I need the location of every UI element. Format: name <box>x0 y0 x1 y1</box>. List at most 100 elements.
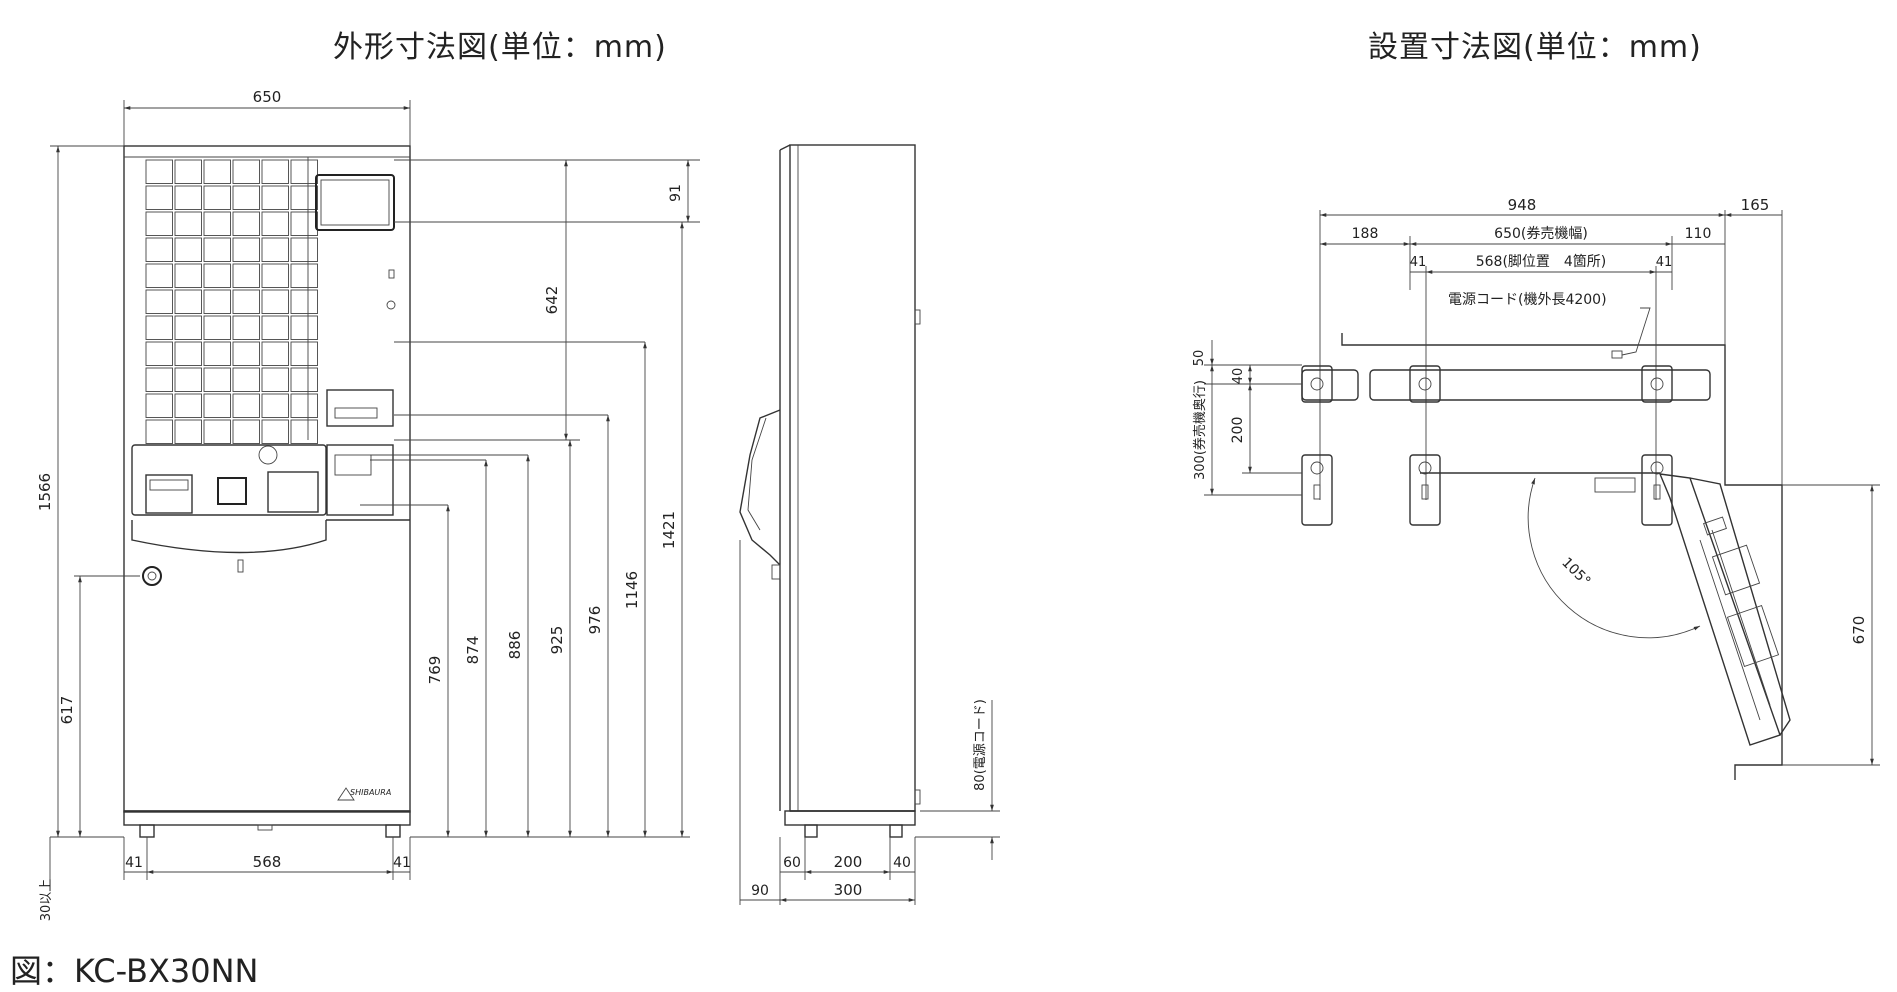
dim-right-margin: 165 <box>1741 196 1770 214</box>
bill-acceptor <box>326 389 394 427</box>
dim-side-depth-front: 90 <box>751 883 769 899</box>
ticket-button <box>290 393 318 418</box>
installation-dimensions-title: 設置寸法図(単位：mm) <box>1368 30 1702 65</box>
ticket-outlet <box>145 474 193 514</box>
front-logo: SHIBAURA <box>350 788 391 797</box>
machine-base-center <box>1369 369 1711 401</box>
ticket-button <box>232 341 260 366</box>
installation-view: 948 165 188 650(券売機幅) 110 41 568(脚位置 4箇所… <box>1192 196 1880 780</box>
dim-left-margin: 188 <box>1352 226 1379 242</box>
dim-height: 1566 <box>36 473 54 511</box>
dim-side-foot-back: 40 <box>893 855 911 871</box>
ticket-button <box>203 419 231 444</box>
coin-panel <box>131 444 327 516</box>
ticket-button <box>290 263 318 288</box>
power-cord-leader <box>1621 307 1651 356</box>
dim-h-1146: 1146 <box>623 571 641 609</box>
ticket-button <box>232 315 260 340</box>
dim-lock-height: 617 <box>58 696 76 725</box>
wall-outline <box>1341 333 1783 780</box>
dim-machine-width: 650(券売機幅) <box>1494 226 1588 242</box>
dim-cord-height: 80(電源コード) <box>973 699 988 791</box>
ticket-button <box>145 185 173 210</box>
dim-h-925: 925 <box>548 626 566 655</box>
dim-h-1421: 1421 <box>660 511 678 549</box>
foot-rear-outer <box>1301 365 1333 403</box>
foot-right <box>385 824 401 838</box>
foot-rear-left <box>1409 365 1441 403</box>
dim-install-foot-left: 41 <box>1410 255 1427 270</box>
ticket-button <box>174 393 202 418</box>
ticket-button <box>232 185 260 210</box>
ticket-button <box>261 367 289 392</box>
dim-h-769: 769 <box>426 656 444 685</box>
ticket-button <box>203 263 231 288</box>
dim-install-foot-pitch: 568(脚位置 4箇所) <box>1476 253 1607 270</box>
ticket-button <box>203 159 231 184</box>
ticket-button <box>203 393 231 418</box>
dim-total-width: 948 <box>1508 196 1537 214</box>
ticket-button <box>232 263 260 288</box>
dim-h-886: 886 <box>506 631 524 660</box>
ticket-button <box>174 289 202 314</box>
ticket-button <box>174 419 202 444</box>
dim-width: 650 <box>253 88 282 106</box>
dim-foot-right: 41 <box>393 855 411 871</box>
foot-rear-right <box>1641 365 1673 403</box>
ticket-button <box>174 237 202 262</box>
side-view: 80(電源コード) 60 200 40 90 300 <box>739 144 1000 905</box>
ticket-button <box>203 341 231 366</box>
power-cord-label: 電源コード(機外長4200) <box>1448 292 1607 308</box>
ticket-button <box>174 341 202 366</box>
ticket-button <box>290 237 318 262</box>
ticket-button <box>290 185 318 210</box>
ticket-button <box>261 393 289 418</box>
ticket-button <box>261 419 289 444</box>
foot-front-left <box>1301 454 1333 526</box>
front-cabinet <box>123 145 411 813</box>
ticket-button <box>145 393 173 418</box>
ticket-button <box>290 367 318 392</box>
change-return <box>267 471 319 513</box>
external-dimensions-title: 外形寸法図(単位：mm) <box>333 30 667 65</box>
dim-foot-left: 41 <box>125 855 143 871</box>
machine-base-left <box>1301 369 1359 401</box>
ticket-button <box>261 211 289 236</box>
ticket-button <box>232 393 260 418</box>
lock-icon <box>142 566 162 586</box>
foot-front-center <box>1409 454 1441 526</box>
dim-floor-clearance: 30以上 <box>39 879 54 922</box>
dim-foot-pitch: 568 <box>253 853 282 871</box>
ticket-button <box>203 211 231 236</box>
height-dimensions: 91 642 769 874 886 925 976 1146 1 <box>360 159 700 838</box>
side-coin-bulge <box>739 409 781 566</box>
side-foot-back <box>889 824 903 838</box>
dim-side-foot-pitch: 200 <box>834 853 863 871</box>
ticket-button <box>261 315 289 340</box>
dim-install-foot-right: 41 <box>1656 255 1673 270</box>
ticket-button <box>174 263 202 288</box>
ticket-button <box>203 289 231 314</box>
ticket-button <box>232 159 260 184</box>
dim-right-gap: 110 <box>1685 226 1712 242</box>
dim-back-gap: 50 <box>1192 350 1207 367</box>
dim-display-depth: 642 <box>543 286 561 315</box>
front-view: SHIBAURA 650 1566 617 30以上 41 568 41 <box>36 88 700 921</box>
ticket-button <box>145 341 173 366</box>
ticket-button <box>145 367 173 392</box>
ticket-button <box>232 367 260 392</box>
ticket-button <box>145 263 173 288</box>
ticket-button <box>290 289 318 314</box>
ticket-button <box>290 341 318 366</box>
ticket-button <box>232 237 260 262</box>
side-cabinet <box>789 144 916 812</box>
ticket-button <box>174 185 202 210</box>
side-foot-front <box>804 824 818 838</box>
ticket-button <box>261 185 289 210</box>
door-angle-arc <box>1527 477 1701 639</box>
dim-display-top: 91 <box>668 184 684 202</box>
dim-side-foot-front: 60 <box>783 855 801 871</box>
ticket-button-grid <box>145 159 318 444</box>
ticket-button <box>261 159 289 184</box>
